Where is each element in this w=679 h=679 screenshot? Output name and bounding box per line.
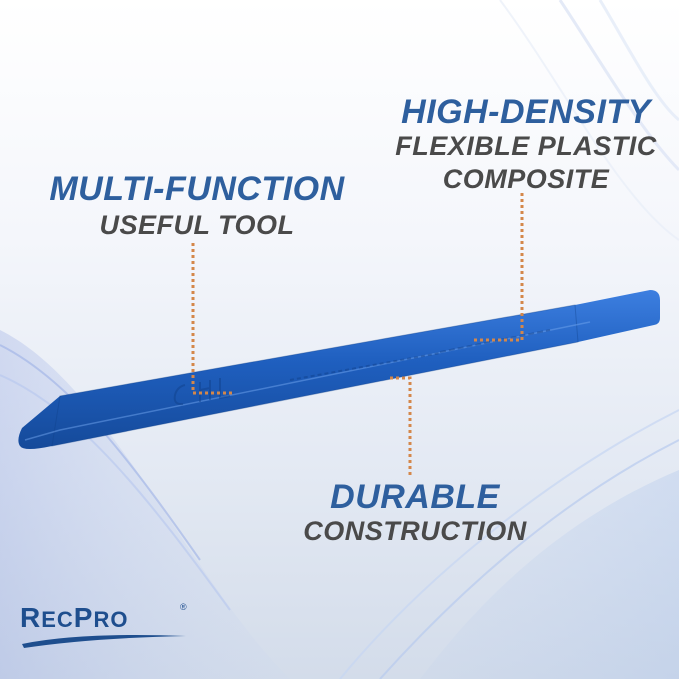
guide-durable xyxy=(390,376,412,475)
swoosh-icon xyxy=(22,635,186,648)
brand-name: RECPRO xyxy=(20,602,129,633)
tool-embossed-logo xyxy=(173,329,551,406)
callout-multi-function: MULTI-FUNCTION USEFUL TOOL xyxy=(40,172,354,241)
wave-right xyxy=(420,470,679,679)
brand-logo: RECPRO ® xyxy=(20,602,188,650)
callout-durable: DURABLE CONSTRUCTION xyxy=(298,480,532,547)
callout-subheading-line2: COMPOSITE xyxy=(442,164,610,195)
guide-high-density xyxy=(472,193,524,342)
callout-heading: DURABLE xyxy=(330,478,500,516)
guide-multi-function xyxy=(191,243,233,395)
callout-heading: MULTI-FUNCTION xyxy=(49,170,345,208)
registered-mark: ® xyxy=(180,602,187,612)
callout-heading: HIGH-DENSITY xyxy=(401,93,651,131)
callout-subheading: CONSTRUCTION xyxy=(303,516,527,546)
callout-high-density: HIGH-DENSITY FLEXIBLE PLASTIC COMPOSITE xyxy=(388,95,664,195)
callout-subheading-line1: FLEXIBLE PLASTIC xyxy=(395,131,657,161)
callout-subheading: USEFUL TOOL xyxy=(99,210,295,240)
